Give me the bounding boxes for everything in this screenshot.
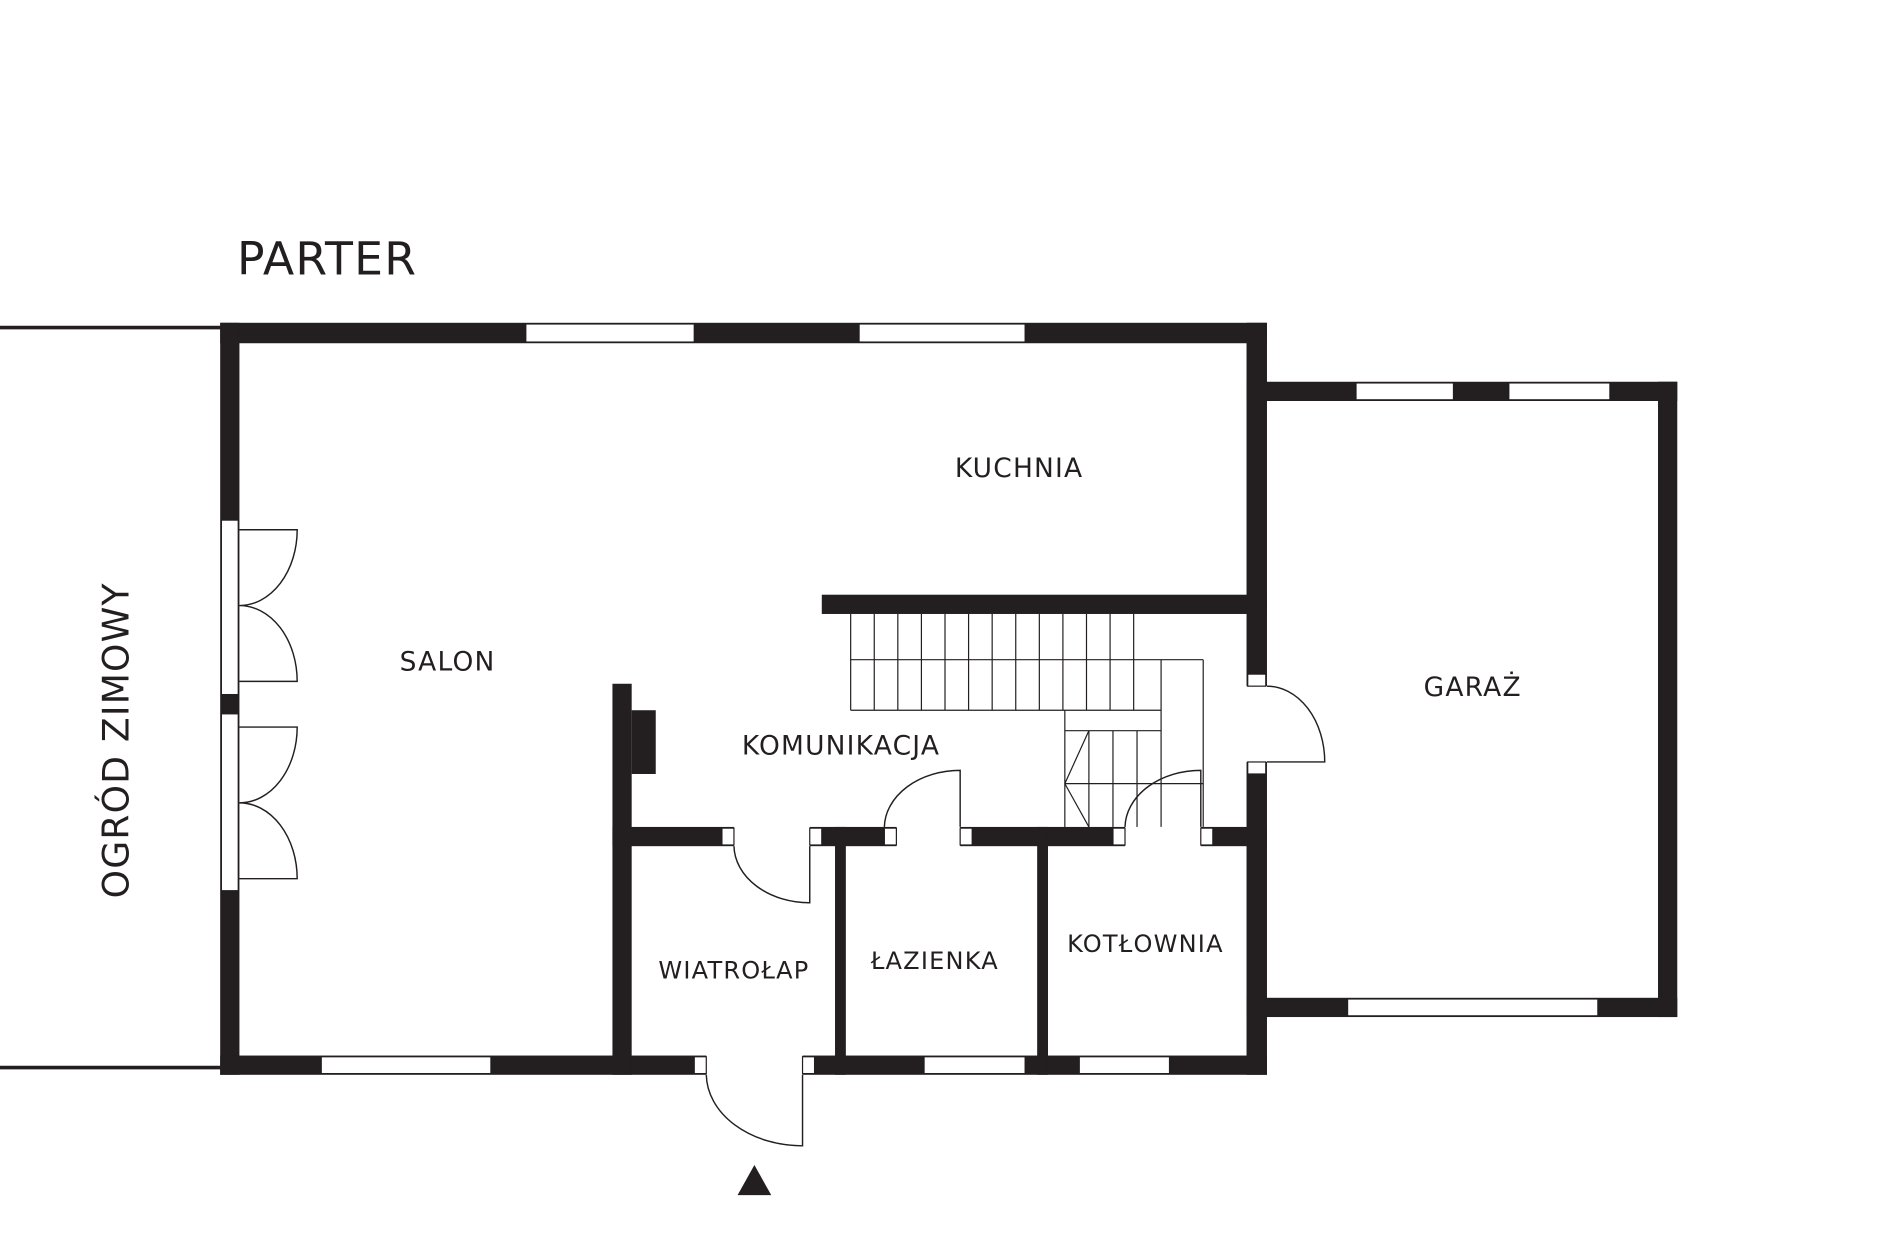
room-label-garaz: GARAŻ	[1424, 671, 1522, 703]
winter-garden-label: OGRÓD ZIMOWY	[96, 582, 138, 898]
door-jamb	[693, 1056, 707, 1075]
stairs	[850, 613, 1204, 828]
window	[923, 1056, 1026, 1075]
wall	[612, 683, 632, 1075]
entrance-arrow-icon	[737, 1165, 772, 1196]
terrace-door	[239, 529, 298, 683]
vestibule-door	[733, 846, 811, 904]
entrance-door	[705, 1074, 804, 1147]
door-jamb	[883, 827, 897, 846]
stair-tread	[1064, 730, 1090, 784]
wall	[1246, 381, 1678, 402]
wall	[220, 322, 1267, 344]
bathroom-door	[883, 769, 961, 827]
wall	[821, 594, 1267, 614]
wall	[1658, 381, 1678, 1018]
walls	[220, 322, 1678, 1076]
terrace-door	[239, 726, 298, 880]
door-jamb	[1247, 761, 1267, 775]
door-jamb	[1112, 827, 1126, 846]
chimney	[631, 710, 656, 774]
terrace-door-frame	[220, 519, 239, 696]
window	[525, 323, 695, 343]
door-jamb	[809, 827, 823, 846]
door-jamb	[721, 827, 735, 846]
boiler-room-door	[1124, 769, 1202, 827]
window	[1078, 1056, 1171, 1075]
window	[1355, 382, 1455, 401]
floor-title: PARTER	[237, 233, 417, 286]
window	[1508, 382, 1611, 401]
garage-door-swing	[1266, 685, 1326, 763]
wall	[835, 826, 846, 1075]
room-label-kotlownia: KOTŁOWNIA	[1067, 930, 1224, 958]
door-jamb	[801, 1056, 816, 1075]
door-jamb	[959, 827, 973, 846]
window	[320, 1056, 492, 1075]
door-jamb	[1200, 827, 1214, 846]
terrace-door-frame	[220, 713, 239, 892]
window	[858, 323, 1026, 343]
garage-door	[1346, 998, 1599, 1017]
room-label-lazienka: ŁAZIENKA	[870, 947, 999, 975]
doors	[239, 529, 1326, 1196]
room-label-salon: SALON	[400, 647, 496, 678]
room-label-wiatrolap: WIATROŁAP	[658, 957, 809, 985]
wall	[1037, 826, 1048, 1075]
wall	[220, 322, 240, 1075]
stair-tread	[1064, 783, 1090, 828]
room-label-kuchnia: KUCHNIA	[955, 453, 1084, 484]
door-jamb	[1247, 673, 1267, 687]
room-label-komunikacja: KOMUNIKACJA	[742, 731, 940, 762]
